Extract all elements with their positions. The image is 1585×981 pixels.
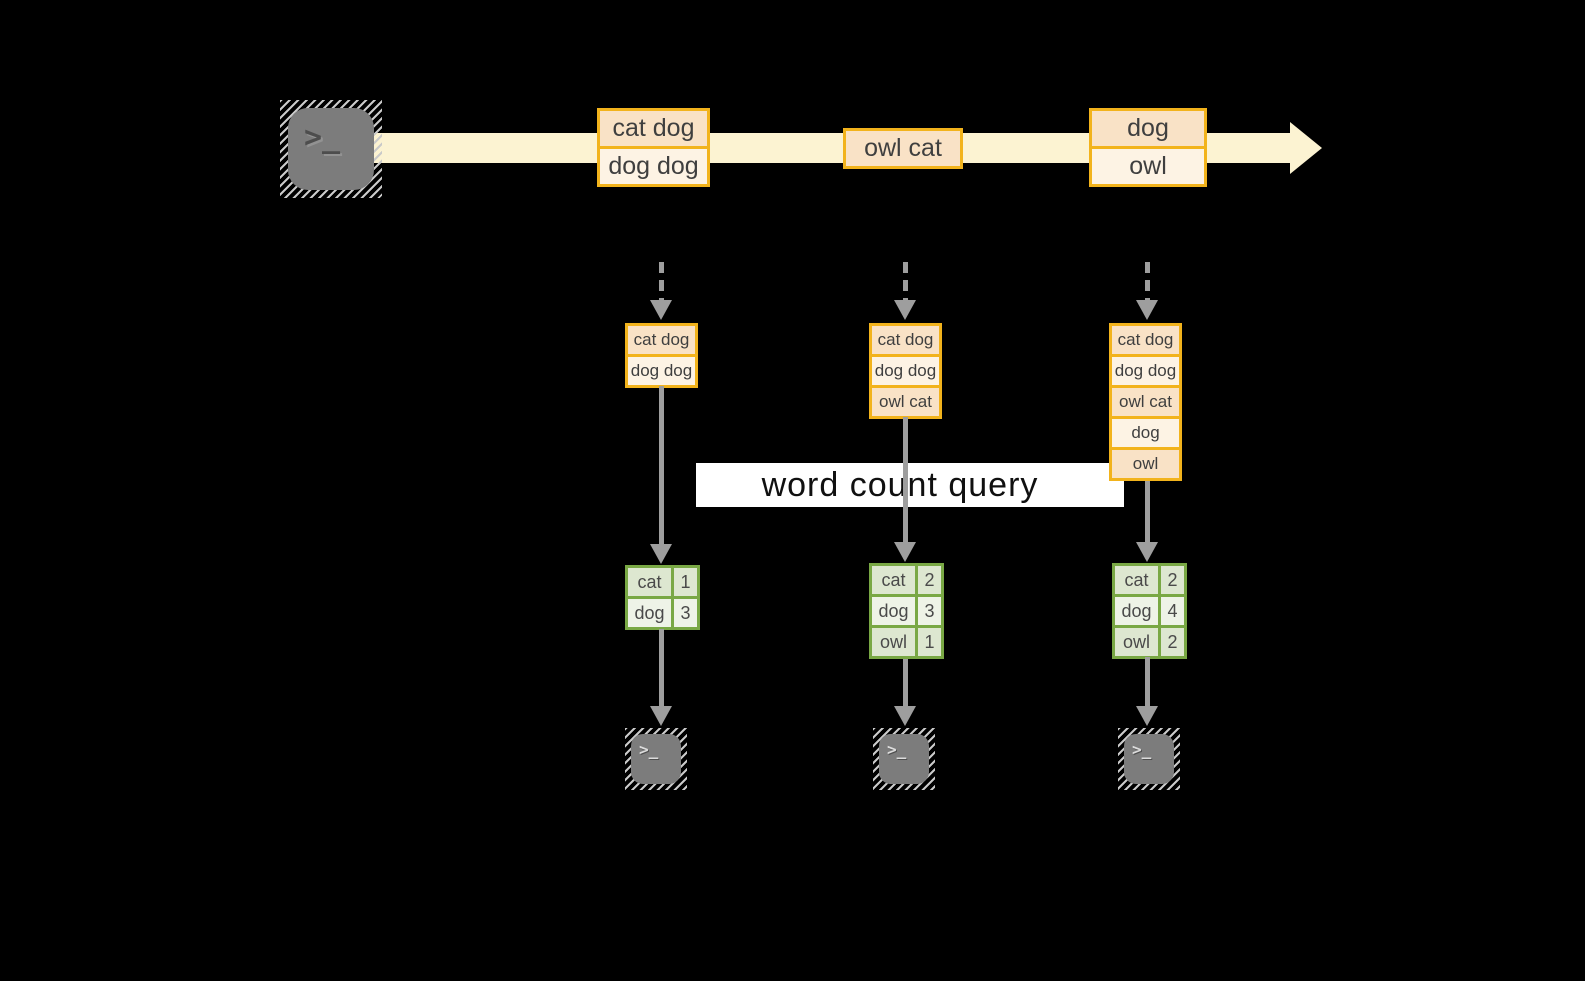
arrowhead-icon xyxy=(650,544,672,564)
buffer-row: owl xyxy=(1112,447,1179,478)
arrowhead-icon xyxy=(894,300,916,320)
count-value-cell: 2 xyxy=(1161,566,1184,594)
dashed-arrow-down xyxy=(659,262,664,302)
arrow-down xyxy=(659,629,664,709)
stream-event-2: owl cat xyxy=(843,128,963,169)
count-value-cell: 2 xyxy=(918,566,941,594)
count-table-2: cat 2 dog 3 owl 1 xyxy=(869,563,944,659)
buffer-row: cat dog xyxy=(872,326,939,354)
stream-event-row: owl xyxy=(1092,146,1204,184)
buffer-row: dog dog xyxy=(628,354,695,385)
sink-terminal-icon: >_ xyxy=(873,728,935,790)
arrowhead-icon xyxy=(650,300,672,320)
terminal-screen: >_ xyxy=(1124,734,1174,784)
dashed-arrow-down xyxy=(903,262,908,302)
count-value-cell: 3 xyxy=(918,597,941,625)
count-value-cell: 1 xyxy=(918,628,941,656)
arrowhead-icon xyxy=(894,706,916,726)
terminal-screen: >_ xyxy=(288,108,374,190)
buffer-row: dog dog xyxy=(872,354,939,385)
terminal-prompt-icon: >_ xyxy=(639,740,659,759)
buffer-row: cat dog xyxy=(628,326,695,354)
terminal-prompt-icon: >_ xyxy=(304,120,341,155)
buffer-stack-1: cat dog dog dog xyxy=(625,323,698,388)
arrow-down xyxy=(1145,657,1150,709)
terminal-prompt-icon: >_ xyxy=(887,740,907,759)
table-row: cat 2 xyxy=(1115,566,1184,594)
count-word-cell: cat xyxy=(872,566,915,594)
count-value-cell: 2 xyxy=(1161,628,1184,656)
arrowhead-icon xyxy=(1136,706,1158,726)
stream-event-row: dog dog xyxy=(600,146,707,184)
stream-event-row: cat dog xyxy=(600,111,707,146)
count-word-cell: cat xyxy=(628,568,671,596)
count-word-cell: dog xyxy=(1115,597,1158,625)
sink-terminal-icon: >_ xyxy=(625,728,687,790)
table-row: dog 3 xyxy=(872,597,941,625)
buffer-row: owl cat xyxy=(1112,385,1179,416)
stream-event-row: dog xyxy=(1092,111,1204,146)
query-banner: word count query xyxy=(696,463,1124,507)
arrow-down xyxy=(1145,481,1150,545)
stream-event-1: cat dog dog dog xyxy=(597,108,710,187)
table-row: cat 2 xyxy=(872,566,941,594)
buffer-row: owl cat xyxy=(872,385,939,416)
table-row: dog 3 xyxy=(628,599,697,627)
terminal-screen: >_ xyxy=(879,734,929,784)
stream-event-row: owl cat xyxy=(846,131,960,166)
buffer-stack-3: cat dog dog dog owl cat dog owl xyxy=(1109,323,1182,481)
table-row: dog 4 xyxy=(1115,597,1184,625)
count-word-cell: owl xyxy=(1115,628,1158,656)
sink-terminal-icon: >_ xyxy=(1118,728,1180,790)
count-value-cell: 4 xyxy=(1161,597,1184,625)
buffer-row: dog dog xyxy=(1112,354,1179,385)
count-word-cell: dog xyxy=(628,599,671,627)
stream-event-3: dog owl xyxy=(1089,108,1207,187)
table-row: owl 2 xyxy=(1115,628,1184,656)
count-table-1: cat 1 dog 3 xyxy=(625,565,700,630)
source-terminal-icon: >_ xyxy=(280,100,382,198)
table-row: owl 1 xyxy=(872,628,941,656)
arrow-down xyxy=(659,386,664,546)
dashed-arrow-down xyxy=(1145,262,1150,302)
terminal-prompt-icon: >_ xyxy=(1132,740,1152,759)
arrow-down xyxy=(903,417,908,545)
count-word-cell: dog xyxy=(872,597,915,625)
terminal-screen: >_ xyxy=(631,734,681,784)
count-value-cell: 3 xyxy=(674,599,697,627)
arrow-down xyxy=(903,659,908,709)
arrowhead-icon xyxy=(894,542,916,562)
table-row: cat 1 xyxy=(628,568,697,596)
count-word-cell: owl xyxy=(872,628,915,656)
count-value-cell: 1 xyxy=(674,568,697,596)
buffer-row: dog xyxy=(1112,416,1179,447)
count-word-cell: cat xyxy=(1115,566,1158,594)
arrowhead-icon xyxy=(650,706,672,726)
stream-arrowhead-icon xyxy=(1290,122,1322,174)
buffer-stack-2: cat dog dog dog owl cat xyxy=(869,323,942,419)
buffer-row: cat dog xyxy=(1112,326,1179,354)
arrowhead-icon xyxy=(1136,300,1158,320)
arrowhead-icon xyxy=(1136,542,1158,562)
count-table-3: cat 2 dog 4 owl 2 xyxy=(1112,563,1187,659)
